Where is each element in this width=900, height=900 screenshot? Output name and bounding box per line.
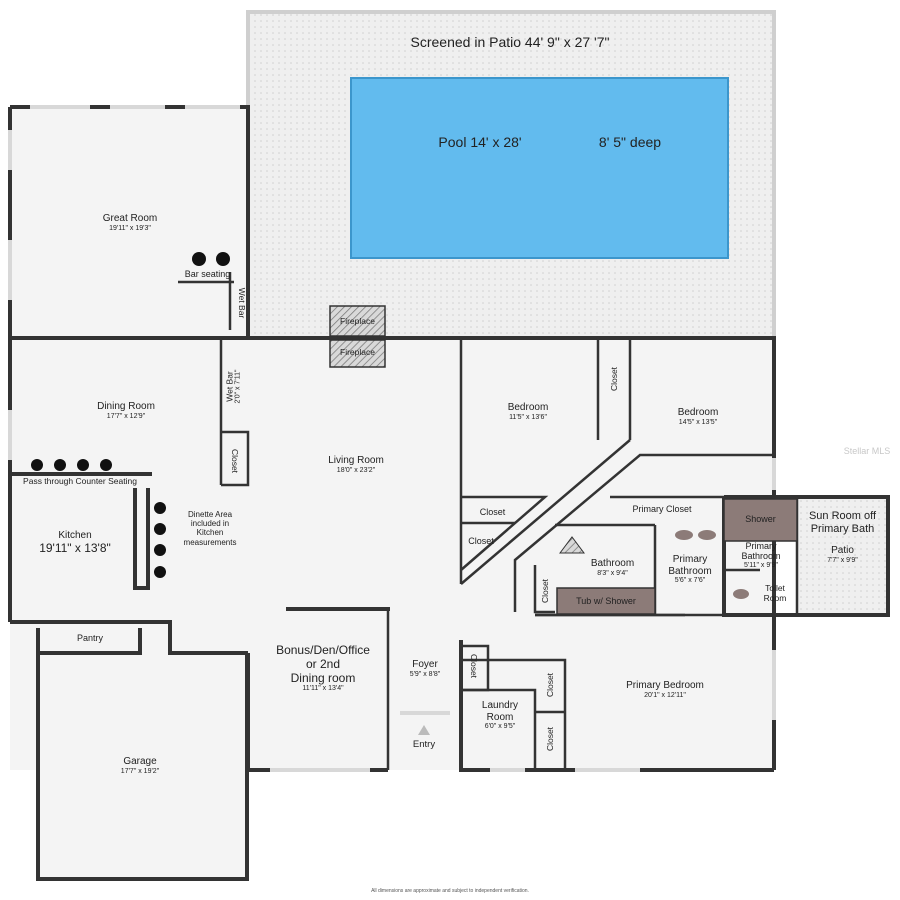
laundry-wall (461, 688, 537, 770)
bath-corner-shelf (559, 536, 585, 554)
shower-label: Shower (745, 514, 776, 524)
watermark: Stellar MLS (843, 446, 891, 456)
closet-pb1-label: Closet (545, 672, 555, 698)
toilet (733, 589, 749, 599)
primary-bath-1-label: Primary Bathroom 5'6" x 7'6" (668, 554, 712, 584)
bedroom1-diagonal (460, 439, 631, 585)
great-room-label: Great Room 19'11" x 19'3" (102, 213, 158, 232)
counter-stool (100, 459, 112, 471)
pool (350, 77, 729, 259)
sun-room-label: Sun Room off Primary Bath (808, 510, 877, 535)
island-stool (154, 566, 166, 578)
dining-closet-wall (221, 430, 250, 487)
island-stool (154, 502, 166, 514)
garage-label: Garage 17'7" x 19'2" (120, 756, 160, 775)
entry-arrow (418, 725, 430, 735)
tub-fixture (556, 587, 656, 615)
patio-label: Screened in Patio 44' 9" x 27 '7" (410, 34, 610, 50)
entry-label: Entry (412, 739, 436, 750)
closet-top-label: Closet (609, 366, 619, 392)
tub-label: Tub w/ Shower (576, 596, 636, 606)
bathroom-label: Bathroom 8'3" x 9'4" (590, 558, 635, 577)
fireplace-upper-label: Fireplace (340, 316, 375, 326)
garage-floor (38, 653, 247, 879)
dining-room-label: Dining Room 17'7" x 12'9" (97, 401, 155, 420)
island-stool (154, 523, 166, 535)
bar-stool (192, 252, 206, 266)
sun-room-floor (797, 497, 888, 615)
great-room-floor (10, 107, 248, 338)
counter-stool (54, 459, 66, 471)
closet-b1b-label: Closet (468, 536, 494, 546)
primary-closets-wall (535, 658, 567, 770)
closet-foyer-label: Closet (469, 653, 479, 679)
counter-stool (31, 459, 43, 471)
fireplace-lower-label: Fireplace (340, 347, 375, 357)
island-stool (154, 544, 166, 556)
sun-patio-label: Patio 7'7" x 9'9" (827, 545, 858, 564)
kitchen-label: Kitchen 19'11" x 13'8" (39, 530, 111, 555)
bedroom-1-label: Bedroom 11'5" x 13'6" (507, 402, 549, 421)
pass-through-label: Pass through Counter Seating (23, 476, 137, 486)
shower-fixture (723, 498, 798, 542)
bedroom-2-label: Bedroom 14'5" x 13'5" (677, 407, 719, 426)
outer-wall-main-top (10, 336, 776, 770)
sink (698, 530, 716, 540)
closet-pb2-label: Closet (545, 726, 555, 752)
pool-depth-label: 8' 5" deep (598, 134, 662, 150)
hall-closet-wall (533, 565, 555, 614)
foyer-label: Foyer 5'9" x 8'8" (409, 659, 441, 678)
toilet-room-label: Toilet Room (763, 583, 787, 603)
fireplace-upper (329, 305, 386, 337)
closet-b1a-label: Closet (479, 507, 506, 517)
sink (675, 530, 693, 540)
kitchen-bottom-wall (10, 620, 248, 655)
closet-b1-walls (460, 495, 549, 571)
primary-bedroom-label: Primary Bedroom 20'1" x 12'11" (626, 680, 704, 699)
wet-bar-top-label: Wet Bar (237, 287, 247, 319)
outer-wall-bottom-right (459, 640, 774, 772)
sun-room-wall (722, 495, 890, 617)
hall-diagonal (513, 453, 774, 612)
kitchen-island (133, 488, 150, 590)
bonus-label: Bonus/Den/Office or 2nd Dining room 11'1… (276, 643, 370, 693)
bar-stool (216, 252, 230, 266)
laundry-label: Laundry Room 6'0" x 9'5" (481, 700, 519, 730)
closet-hall-label: Closet (540, 578, 550, 604)
bar-seating-label: Bar seating (184, 269, 231, 279)
pantry-wall (36, 628, 142, 655)
wet-bar-label: Wet Bar 2'0" x 7'11" (224, 369, 242, 404)
living-room-label: Living Room 18'0" x 23'2" (328, 455, 384, 474)
fireplace-lower (329, 339, 386, 368)
counter-stool (77, 459, 89, 471)
garage-wall (36, 653, 249, 881)
closet-dining-label: Closet (230, 448, 240, 474)
primary-closet-label: Primary Closet (632, 504, 692, 514)
pantry-label: Pantry (76, 633, 103, 643)
primary-bath-2-label: Primary Bathroom 5'11" x 9'9" (741, 541, 781, 569)
footnote: All dimensions are approximate and subje… (371, 888, 529, 894)
pool-size-label: Pool 14' x 28' (438, 134, 522, 150)
dinette-label: Dinette Area included in Kitchen measure… (183, 510, 237, 547)
